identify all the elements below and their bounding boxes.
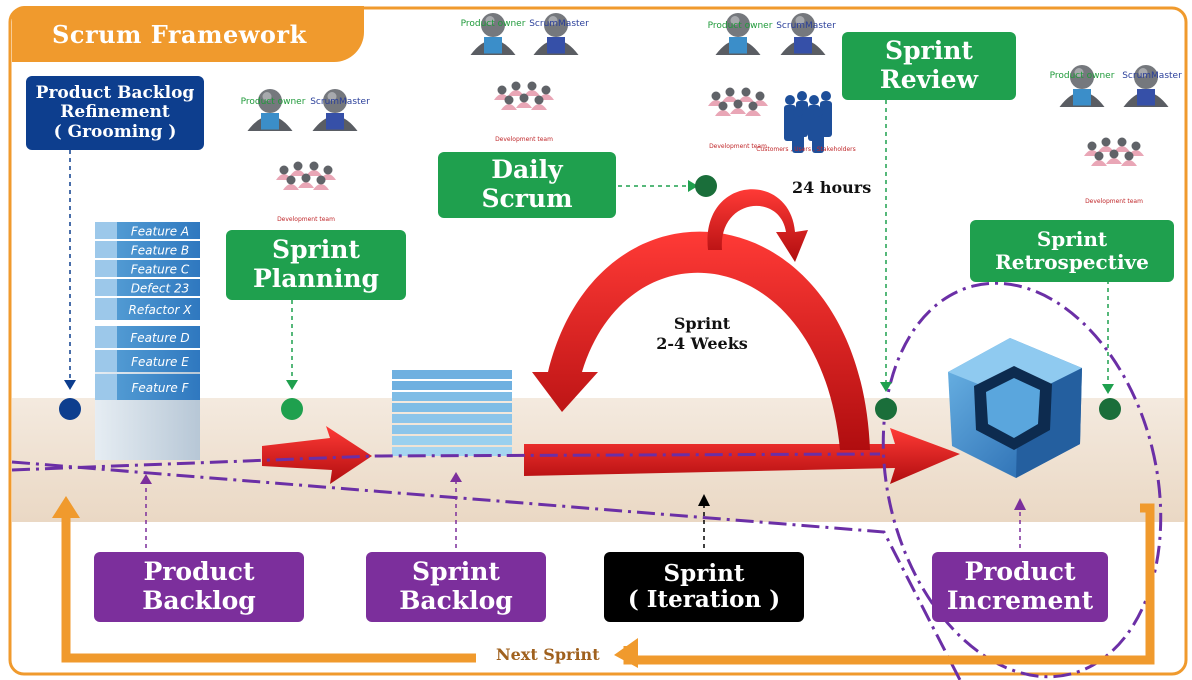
- daily-marker: [695, 175, 717, 197]
- sprint-backlog-stack: [392, 370, 512, 456]
- stakeholders-icon: [784, 91, 832, 153]
- development-team-icon: [276, 161, 336, 190]
- backlog-item: Refactor X: [95, 298, 200, 320]
- scrum-master-label: ScrumMaster: [310, 97, 370, 107]
- backlog-item: Defect 23: [95, 279, 200, 296]
- scrum-master-icon: [780, 13, 826, 55]
- product-owner-icon: [715, 13, 761, 55]
- product-owner-icon: [470, 13, 516, 55]
- stakeholders-label: Customers , Users , Stakeholders: [756, 146, 856, 153]
- development-team-icon: [494, 81, 554, 110]
- product-owner-label: Product owner: [708, 21, 773, 31]
- backlog-items: Feature A Feature B Feature C Defect 23 Refa…: [95, 222, 200, 400]
- scrum-master-label: ScrumMaster: [776, 21, 836, 31]
- backlog-item-label: Feature F: [132, 381, 190, 395]
- retrospective-marker: [1099, 398, 1121, 420]
- framework-title: Scrum Framework: [12, 6, 364, 62]
- backlog-item-label: Feature B: [131, 244, 189, 258]
- boundary-line-lower: [11, 460, 962, 680]
- sprint-timeline-line: [11, 452, 881, 472]
- product-owner-label: Product owner: [1050, 71, 1115, 81]
- next-sprint-return-head: [52, 496, 80, 518]
- backlog-item: Feature E: [95, 350, 200, 372]
- development-team-label: Development team: [1085, 198, 1143, 205]
- sprint-length-label: Sprint 2-4 Weeks: [656, 314, 748, 353]
- development-team-label: Development team: [277, 216, 335, 223]
- scrum-master-label: ScrumMaster: [529, 19, 589, 29]
- backlog-item-label: Feature A: [131, 225, 189, 239]
- review-marker: [875, 398, 897, 420]
- backlog-item-label: Feature C: [131, 263, 190, 277]
- product-owner-icon: [1059, 65, 1105, 107]
- backlog-item-label: Refactor X: [129, 303, 193, 317]
- sprint-loop-arc: [532, 231, 870, 450]
- product-owner-label: Product owner: [241, 97, 306, 107]
- outer-frame: [8, 6, 1188, 676]
- backlog-item: Feature F: [95, 374, 200, 400]
- next-sprint-return: [61, 512, 476, 663]
- backlog-item-label: Feature E: [131, 355, 189, 369]
- development-team-icon: [708, 87, 768, 116]
- scrum-master-label: ScrumMaster: [1122, 71, 1182, 81]
- daily-cycle-label: 24 hours: [792, 178, 872, 197]
- sprint-iteration-label: Sprint( Iteration ): [604, 552, 804, 622]
- development-team-label: Development team: [495, 136, 553, 143]
- next-sprint-arrowhead: [614, 638, 638, 668]
- development-team-label: Development team: [709, 143, 767, 150]
- planning-marker: [281, 398, 303, 420]
- backlog-item: Feature A: [95, 222, 200, 239]
- daily-loop-arc: [707, 189, 808, 262]
- backlog-item: Feature D: [95, 326, 200, 348]
- backlog-item: Feature B: [95, 241, 200, 258]
- development-team-icon: [1084, 137, 1144, 166]
- scrum-master-icon: [533, 13, 579, 55]
- backlog-item: Feature C: [95, 260, 200, 277]
- increment-boundary-ellipse: [881, 281, 1163, 679]
- flow-arrow-small: [262, 426, 372, 484]
- scrum-master-icon: [1123, 65, 1169, 107]
- refinement-marker: [59, 398, 81, 420]
- backlog-item-label: Feature D: [130, 331, 189, 345]
- product-owner-icon: [247, 89, 293, 131]
- product-owner-label: Product owner: [461, 19, 526, 29]
- backlog-item-label: Defect 23: [131, 282, 190, 296]
- product-increment-cube: [948, 338, 1082, 478]
- scrum-master-icon: [312, 89, 358, 131]
- next-sprint-label: Next Sprint: [496, 645, 600, 664]
